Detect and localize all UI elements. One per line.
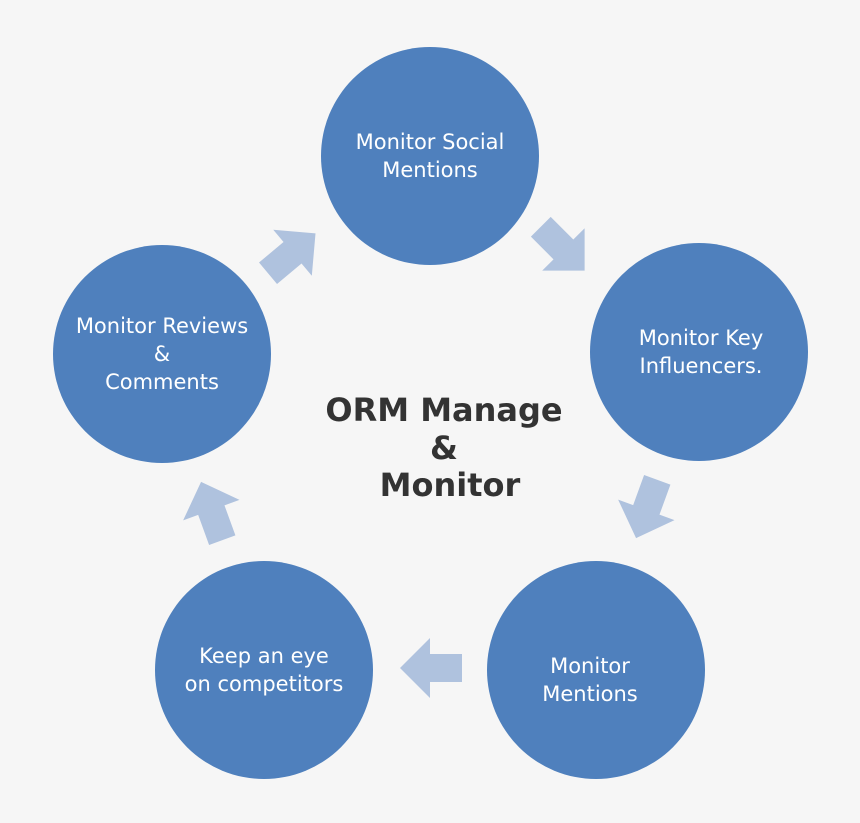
arrow-icon [259, 229, 316, 285]
node-label-line: Influencers. [640, 354, 763, 378]
center-title: ORM Manage & Monitor [325, 391, 562, 504]
arrow-icon [530, 216, 585, 271]
center-title-line-2: & [430, 429, 458, 467]
node-label-line: Comments [105, 370, 219, 394]
node-circle [487, 561, 705, 779]
node-label-line: Monitor [550, 654, 630, 678]
node-label-line: Monitor Reviews [76, 314, 248, 338]
node-label-line: Monitor Key [639, 326, 764, 350]
node-circle [590, 243, 808, 461]
node-label-line: Mentions [542, 682, 638, 706]
node-label-line: on competitors [185, 672, 344, 696]
node-circle [321, 47, 539, 265]
node-keep-an-eye-on-competitors: Keep an eye on competitors [155, 561, 373, 779]
node-label-line: & [154, 342, 170, 366]
node-circle [155, 561, 373, 779]
arrow-icon [618, 475, 675, 539]
arrow-icon [183, 481, 240, 545]
arrows-layer [183, 216, 675, 698]
center-title-line-1: ORM Manage [325, 391, 562, 429]
center-title-line-3: Monitor [380, 466, 521, 504]
node-label-line: Mentions [382, 158, 478, 182]
node-circle [53, 245, 271, 463]
node-label-line: Keep an eye [199, 644, 329, 668]
arrow-icon [400, 638, 462, 698]
node-monitor-reviews-comments: Monitor Reviews & Comments [53, 245, 271, 463]
node-label-line: Monitor Social [356, 130, 505, 154]
